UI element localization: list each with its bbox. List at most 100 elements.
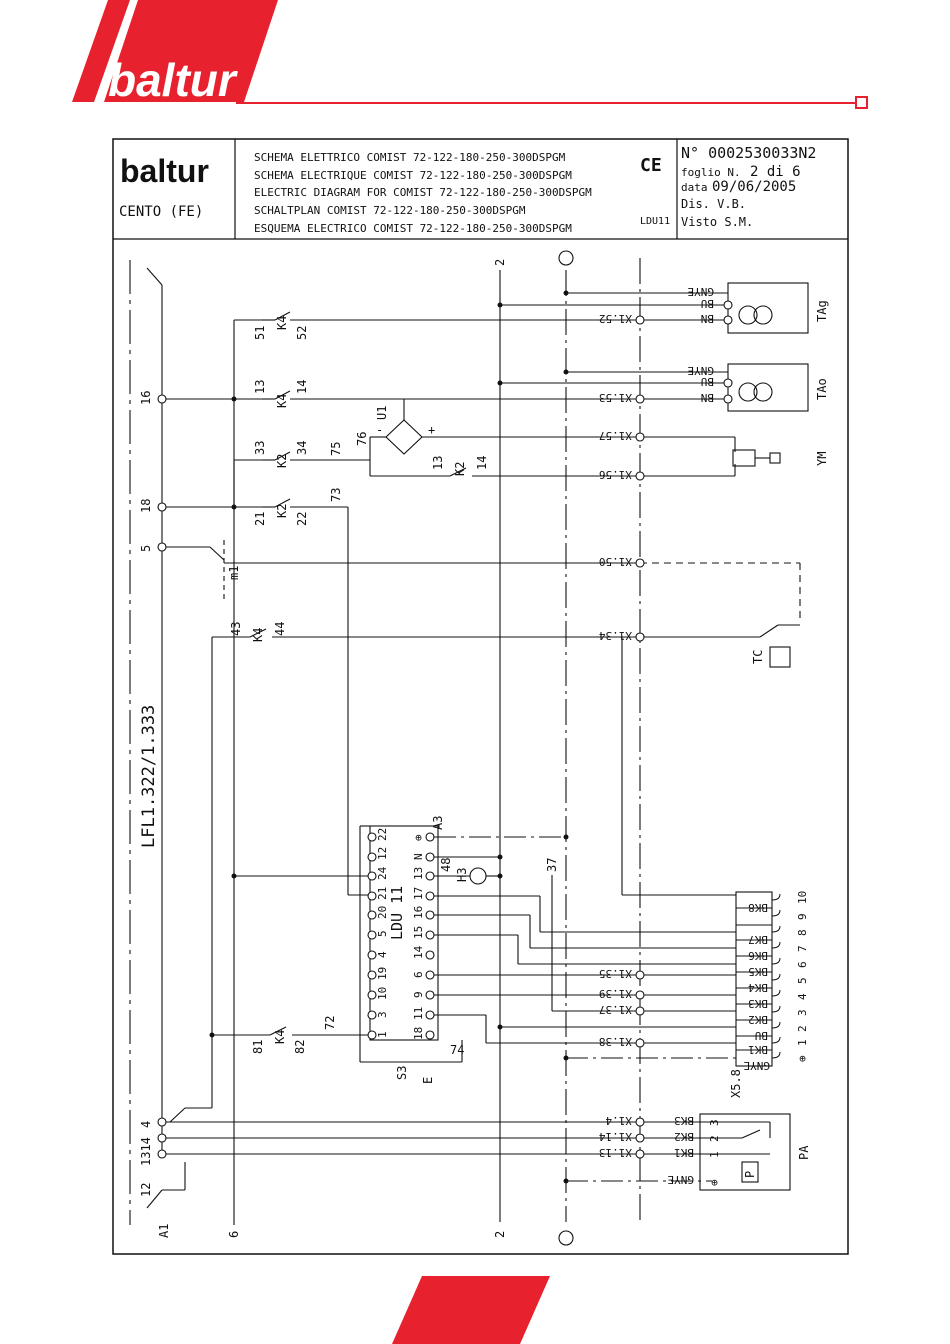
pa-bk1: BK1 [674, 1146, 694, 1159]
component-ym: YM [815, 452, 829, 466]
wire-color-bu-2: BU [701, 375, 714, 388]
contact-k4-c: K4 [251, 628, 265, 642]
pin-2: 2 [796, 1025, 809, 1032]
contact-13: 13 [253, 380, 267, 394]
terminal-16: 16 [139, 391, 153, 405]
ldu-pin-10: 10 [376, 987, 389, 1000]
pin-6: 6 [796, 961, 809, 968]
wire-color-bn-1: BN [701, 312, 714, 325]
label-6: 6 [227, 1231, 241, 1238]
ldu-pin-24: 24 [376, 866, 389, 880]
label-2-bottom: 2 [493, 1231, 507, 1238]
drawn-by: Dis. V.B. [681, 197, 746, 211]
ce-mark: CE [640, 155, 662, 176]
pin-7: 7 [796, 945, 809, 952]
slot-bk7: BK7 [748, 933, 768, 946]
component-a3: A3 [431, 816, 445, 830]
ldu-pin-11: 11 [412, 1007, 425, 1020]
contact-k2-c: K2 [453, 462, 467, 476]
ldu-pin-earth: ⊕ [412, 834, 425, 841]
x1-34: X1.34 [599, 629, 632, 642]
x1-50: X1.50 [599, 555, 632, 568]
wire-color-bn-2: BN [701, 391, 714, 404]
slot-bk3: BK3 [748, 997, 768, 1010]
corporate-header: baltur [72, 0, 868, 109]
footer-tab [392, 1276, 550, 1344]
ldu-pin-21: 21 [376, 887, 389, 900]
ldu-pin-12: 12 [376, 847, 389, 860]
u1-minus: - [376, 423, 383, 437]
wire-color-gnye-1: GNYE [688, 285, 715, 298]
pin-3: 3 [796, 1009, 809, 1016]
ldu-pin-19: 19 [376, 967, 389, 980]
lfl-label: LFL1.322/1.333 [139, 705, 159, 848]
ldu-pin-6: 6 [412, 971, 425, 978]
pin-5: 5 [796, 977, 809, 984]
date-value: 09/06/2005 [712, 179, 796, 195]
contact-k2-b: K2 [275, 504, 289, 518]
contact-44: 44 [273, 622, 287, 636]
title-line-5: ESQUEMA ELECTRICO COMIST 72-122-180-250-… [254, 222, 572, 235]
terminal-4: 4 [139, 1121, 153, 1128]
contact-33: 33 [253, 441, 267, 455]
title-line-2: SCHEMA ELECTRIQUE COMIST 72-122-180-250-… [254, 169, 572, 182]
contact-43: 43 [229, 622, 243, 636]
component-tao: TAo [815, 378, 829, 400]
wire-color-gnye-2: GNYE [688, 364, 715, 377]
x1-52: X1.52 [599, 312, 632, 325]
ldu-pin-14: 14 [412, 945, 425, 959]
component-u1: U1 [375, 406, 389, 420]
component-pa: PA [797, 1145, 811, 1160]
x1-35: X1.35 [599, 967, 632, 980]
ldu-pin-16: 16 [412, 906, 425, 919]
contact-k4-b: K4 [275, 394, 289, 408]
terminal-18: 18 [139, 499, 153, 513]
component-tag: TAg [815, 300, 829, 322]
ldu-pin-15: 15 [412, 926, 425, 939]
x1-37: X1.37 [599, 1003, 632, 1016]
pa-pin-3: 3 [708, 1119, 721, 1126]
x1-38: X1.38 [599, 1035, 632, 1048]
terminal-5: 5 [139, 545, 153, 552]
title-line-1: SCHEMA ELETTRICO COMIST 72-122-180-250-3… [254, 151, 566, 164]
ldu-pin-n: N [412, 853, 425, 860]
pa-pin-earth: ⊕ [708, 1179, 721, 1186]
pin-9: 9 [796, 913, 809, 920]
pa-pin-2: 2 [708, 1135, 721, 1142]
x1-56: X1.56 [599, 468, 632, 481]
x1-14: X1.14 [599, 1130, 632, 1143]
x1-53: X1.53 [599, 391, 632, 404]
pa-gnye: GNYE [668, 1173, 695, 1186]
component-tc: TC [751, 650, 765, 664]
checked-by: Visto S.M. [681, 215, 753, 229]
slot-bk6: BK6 [748, 949, 768, 962]
ldu-pin-13: 13 [412, 867, 425, 880]
pa-bk3: BK3 [674, 1114, 694, 1127]
location-text: CENTO (FE) [119, 204, 203, 220]
contact-k2-a: K2 [275, 454, 289, 468]
contact-k4-d: K4 [273, 1030, 287, 1044]
wire-75: 75 [329, 442, 343, 456]
pin-1: 1 [796, 1039, 809, 1046]
slot-bk2: BK2 [748, 1013, 768, 1026]
wire-color-bu-1: BU [701, 297, 714, 310]
sheet-value: 2 di 6 [750, 164, 801, 180]
ldu-pin-9: 9 [412, 991, 425, 998]
wire-74: 74 [450, 1043, 464, 1057]
contact-14-k2: 14 [475, 456, 489, 470]
pin-10: 10 [796, 891, 809, 904]
component-e: E [421, 1077, 435, 1084]
pin-4: 4 [796, 993, 809, 1000]
wire-37: 37 [545, 858, 559, 872]
pa-bk2: BK2 [674, 1130, 694, 1143]
ldu-pin-17: 17 [412, 887, 425, 900]
component-m1: m1 [227, 566, 241, 580]
contact-13-k2: 13 [431, 456, 445, 470]
logo-banner [104, 0, 278, 102]
component-h3: H3 [455, 868, 469, 882]
title-line-4: SCHALTPLAN COMIST 72-122-180-250-300DSPG… [254, 204, 526, 217]
x5-8-connector [735, 891, 773, 1067]
logo-text: baltur [108, 54, 238, 106]
label-a1: A1 [157, 1224, 171, 1238]
